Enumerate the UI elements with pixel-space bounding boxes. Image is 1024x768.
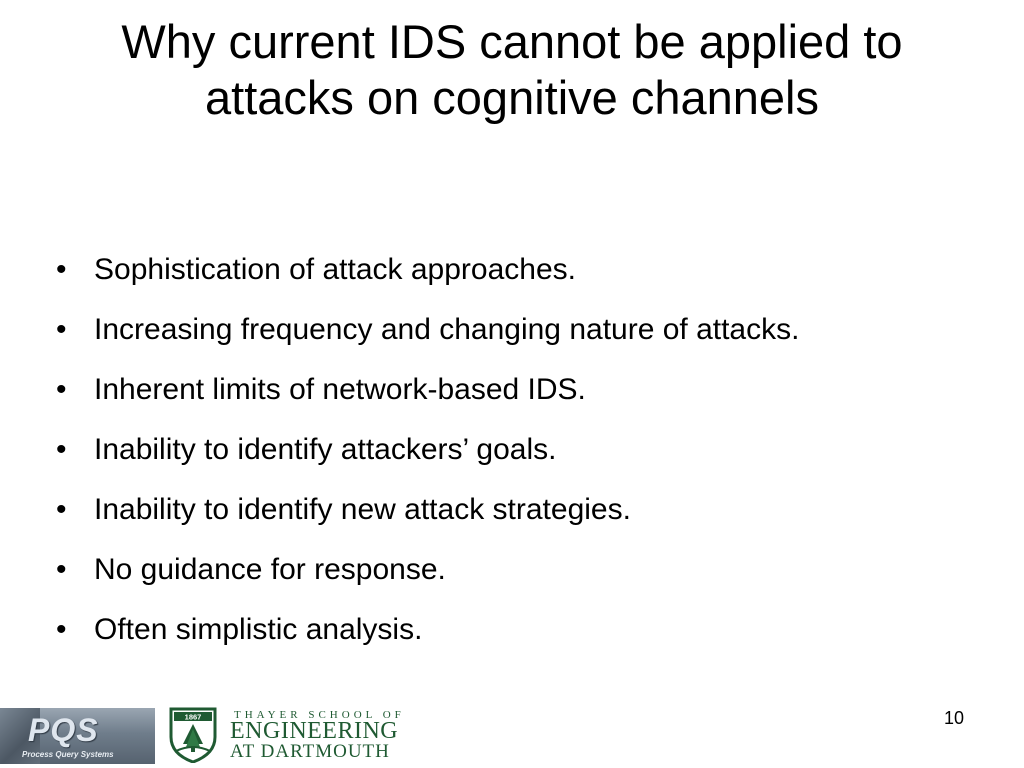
pqs-logo-subtitle: Process Query Systems [22,750,114,759]
bullet-item: • Sophistication of attack approaches. [56,248,996,292]
bullet-list: • Sophistication of attack approaches. •… [56,248,996,668]
bullet-icon: • [56,553,67,586]
bullet-text: Often simplistic analysis. [94,613,423,646]
bullet-item: • Inherent limits of network-based IDS. [56,368,996,412]
slide-title-line-2: attacks on cognitive channels [205,71,819,124]
thayer-shield-icon: 1867 [169,707,217,763]
bullet-icon: • [56,493,67,526]
bullet-text: Inability to identify attackers’ goals. [94,433,557,466]
bullet-text: Sophistication of attack approaches. [94,253,576,286]
bullet-item: • Inability to identify new attack strat… [56,488,996,532]
thayer-logo-line-2: ENGINEERING [230,718,399,744]
bullet-icon: • [56,253,67,286]
slide-title: Why current IDS cannot be applied to att… [20,14,1004,126]
thayer-school-logo: 1867 THAYER SCHOOL OF ENGINEERING AT DAR… [168,707,423,765]
pqs-logo: PQS Process Query Systems [0,708,155,764]
thayer-logo-line-1: THAYER SCHOOL OF [234,709,405,721]
thayer-shield-year: 1867 [185,713,202,722]
thayer-logo-line-3: AT DARTMOUTH [230,741,390,762]
slide-title-line-1: Why current IDS cannot be applied to [121,15,903,68]
bullet-text: Inability to identify new attack strateg… [94,493,631,526]
bullet-item: • Inability to identify attackers’ goals… [56,428,996,472]
bullet-text: No guidance for response. [94,553,446,586]
bullet-item: • Often simplistic analysis. [56,608,996,652]
bullet-icon: • [56,433,67,466]
pqs-logo-text: PQS [28,712,99,748]
bullet-item: • Increasing frequency and changing natu… [56,308,996,352]
bullet-icon: • [56,613,67,646]
bullet-text: Inherent limits of network-based IDS. [94,373,586,406]
bullet-icon: • [56,313,67,346]
bullet-icon: • [56,373,67,406]
bullet-text: Increasing frequency and changing nature… [94,313,800,346]
page-number: 10 [943,708,964,728]
bullet-item: • No guidance for response. [56,548,996,592]
pqs-logo-texture [0,708,40,764]
